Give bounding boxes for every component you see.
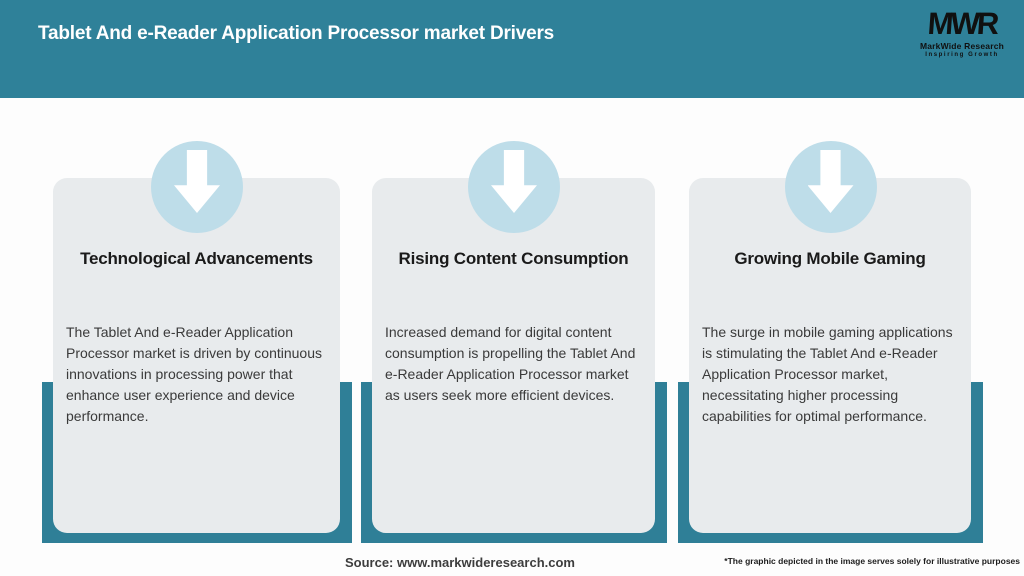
card-title: Technological Advancements: [80, 249, 313, 268]
card-body: The surge in mobile gaming applications …: [702, 324, 953, 424]
arrow-circle-badge: [784, 141, 877, 233]
header-bar: Tablet And e-Reader Application Processo…: [0, 0, 1024, 98]
card-title: Growing Mobile Gaming: [734, 249, 926, 268]
down-arrow-icon: [491, 150, 537, 213]
logo-tagline: Inspiring Growth: [925, 52, 999, 58]
card-title: Rising Content Consumption: [398, 249, 629, 268]
driver-card-rising-content-consumption: Rising Content Consumption Increased dem…: [361, 0, 667, 576]
source-note: Source: www.markwideresearch.com: [344, 555, 575, 570]
arrow-circle-badge: [468, 141, 560, 233]
card-body: Increased demand for digital content con…: [385, 324, 636, 403]
driver-card-technological-advancements: Technological Advancements The Tablet An…: [42, 0, 352, 576]
logo-name: MarkWide Research: [919, 41, 1005, 51]
card-panel: [53, 178, 340, 533]
card-body: The Tablet And e-Reader Application Proc…: [66, 324, 322, 424]
arrow-circle-badge: [151, 141, 243, 233]
card-panel: [689, 178, 971, 533]
markwide-research-logo: MWR MarkWide Research Inspiring Growth: [914, 6, 1010, 58]
disclaimer-note: *The graphic depicted in the image serve…: [724, 556, 1020, 566]
card-panel: [372, 178, 655, 533]
down-arrow-icon: [174, 150, 220, 213]
page-title: Tablet And e-Reader Application Processo…: [38, 23, 555, 44]
driver-card-growing-mobile-gaming: Growing Mobile Gaming The surge in mobil…: [678, 0, 983, 576]
down-arrow-icon: [807, 150, 854, 213]
